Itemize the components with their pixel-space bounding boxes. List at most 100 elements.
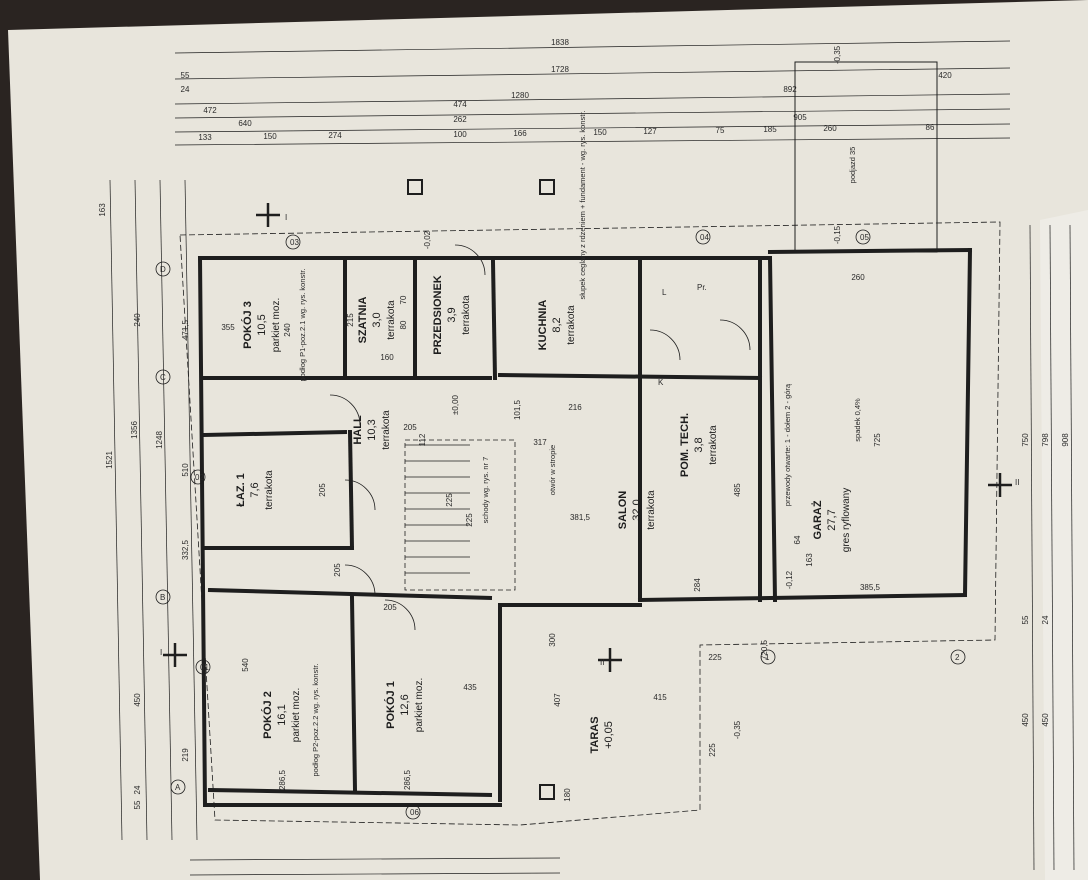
door-swing xyxy=(384,599,416,631)
room-floor-label: terrakota xyxy=(386,300,397,340)
dimension-line xyxy=(134,179,148,841)
room-name-label: ŁAZ. 1 xyxy=(235,473,247,507)
top-dimension-label: 274 xyxy=(328,131,342,140)
interior-dimension-label: 435 xyxy=(463,683,477,692)
level-mark: -0,02 xyxy=(423,230,432,249)
dimension-line xyxy=(174,108,1011,119)
top-dimension-label: 474 xyxy=(453,100,467,109)
interior-dimension-label: 286,5 xyxy=(278,769,287,790)
room-floor-label: gres ryflowany xyxy=(841,488,852,552)
left-dimension-label: 510 xyxy=(181,463,190,477)
interior-dimension-label: 286,5 xyxy=(403,769,412,790)
axis-mark-label: 03 xyxy=(290,238,299,247)
room-area-label: 3,8 xyxy=(693,437,705,452)
brick-pillar xyxy=(407,179,423,195)
top-dimension-label: 166 xyxy=(513,129,527,138)
axis-bubble xyxy=(170,779,186,795)
room-area-label: 8,2 xyxy=(551,317,563,332)
door-swing xyxy=(344,479,376,511)
stair-opening xyxy=(404,439,516,591)
room-name-label: PRZEDSIONEK xyxy=(432,275,444,355)
left-dimension-label: 471,5 xyxy=(181,319,190,340)
wall xyxy=(497,372,763,381)
top-dimension-label: 55 xyxy=(181,71,190,80)
wall xyxy=(202,429,348,438)
dimension-line xyxy=(174,137,1011,146)
dimension-line xyxy=(1029,224,1035,871)
room-area-label: +0,05 xyxy=(603,721,615,749)
wall xyxy=(767,247,973,255)
section-mark-label: I xyxy=(285,213,287,222)
interior-dimension-label: 180 xyxy=(563,788,572,802)
interior-dimension-label: 225 xyxy=(445,493,454,507)
right-dimension-label: 798 xyxy=(1041,433,1050,447)
level-mark: -0,35 xyxy=(733,720,742,739)
room-name-label: KUCHNIA xyxy=(537,300,549,351)
top-dimension-label: 472 xyxy=(203,106,217,115)
room-floor-label: parkiet moz. xyxy=(414,678,425,732)
top-dimension-label: 133 xyxy=(198,133,212,142)
left-dimension-label: 1248 xyxy=(155,431,164,449)
wall xyxy=(207,787,493,798)
interior-dimension-label: 260 xyxy=(851,273,865,282)
right-dimension-label: 24 xyxy=(1041,615,1050,624)
interior-dimension-label: 70 xyxy=(399,295,408,304)
room-floor-label: terrakota xyxy=(646,490,657,530)
left-dimension-label: 163 xyxy=(98,203,107,217)
interior-dimension-label: 64 xyxy=(793,535,802,544)
interior-dimension-label: 225 xyxy=(465,513,474,527)
interior-dimension-label: 216 xyxy=(568,403,582,412)
dimension-line xyxy=(184,179,198,841)
axis-mark-label: K xyxy=(658,378,664,387)
room-name-label: POKÓJ 1 xyxy=(384,681,397,729)
room-area-label: 3,0 xyxy=(371,312,383,327)
axis-mark-label: 06 xyxy=(410,808,419,817)
level-mark: -0,15 xyxy=(833,225,842,244)
left-dimension-label: 1521 xyxy=(105,451,114,469)
room-floor-label: terrakota xyxy=(566,305,577,345)
level-mark: -0,12 xyxy=(785,570,794,589)
axis-bubble xyxy=(155,589,171,605)
wall xyxy=(637,592,968,603)
top-dimension-label: 185 xyxy=(763,125,777,134)
annotation-note: słupek ceglany z rdzeniem + fundament - … xyxy=(578,110,587,299)
section-mark-label: I xyxy=(160,648,162,657)
annotation-note: przewody otwarte: 1 - dołem 2 - górą xyxy=(783,383,792,506)
axis-bubble xyxy=(760,649,776,665)
left-dimension-label: 240 xyxy=(133,313,142,327)
interior-dimension-label: 160 xyxy=(380,353,394,362)
left-dimension-label: 24 xyxy=(133,785,142,794)
door-swing xyxy=(719,319,751,351)
door-swing xyxy=(649,329,681,361)
door-swing xyxy=(329,394,361,426)
section-mark-label: II xyxy=(1015,478,1019,487)
interior-dimension-label: 300 xyxy=(548,633,557,647)
axis-mark-label: B xyxy=(160,593,165,602)
interior-dimension-label: 317 xyxy=(533,438,547,447)
right-dimension-label: 450 xyxy=(1041,713,1050,727)
axis-bubble xyxy=(285,234,301,250)
top-dimension-label: 1838 xyxy=(551,38,569,47)
interior-dimension-label: 215 xyxy=(346,313,355,327)
axis-bubble xyxy=(195,659,211,675)
room-area-label: 3,9 xyxy=(446,307,458,322)
room-name-label: TARAS xyxy=(589,716,601,753)
room-floor-label: terrakota xyxy=(708,425,719,465)
top-dimension-label: 86 xyxy=(926,123,935,132)
interior-dimension-label: 725 xyxy=(873,433,882,447)
top-dimension-label: 127 xyxy=(643,127,657,136)
right-dimension-label: 450 xyxy=(1021,713,1030,727)
left-dimension-label: 332,5 xyxy=(181,539,190,560)
axis-bubble xyxy=(155,369,171,385)
wall xyxy=(767,255,778,603)
axis-mark-label: 02 xyxy=(195,473,204,482)
top-dimension-label: 1280 xyxy=(511,91,529,100)
room-area-label: 10,3 xyxy=(366,419,378,440)
interior-dimension-label: 112 xyxy=(418,433,427,446)
dimension-line xyxy=(1069,224,1075,871)
top-dimension-label: 905 xyxy=(793,113,807,122)
room-area-label: 16,1 xyxy=(276,704,288,725)
room-floor-label: parkiet moz. xyxy=(271,298,282,352)
dimension-line xyxy=(189,872,561,876)
